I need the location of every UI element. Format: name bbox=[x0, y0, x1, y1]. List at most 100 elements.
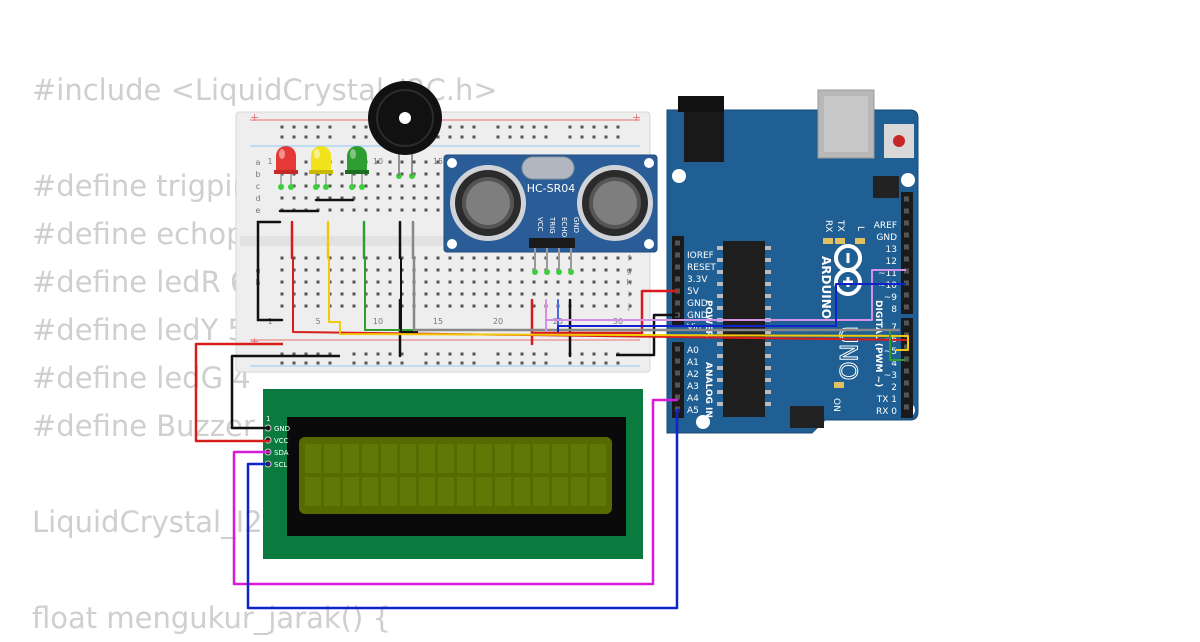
arduino-uno[interactable]: ARDUINO UNO ON RX TX L POWER ANALOG IN D… bbox=[666, 89, 919, 434]
wire-trig-violet bbox=[545, 269, 906, 332]
rail-plus-label-bottom: + bbox=[250, 335, 259, 348]
lcd-pin1-label: 1 bbox=[266, 415, 270, 423]
breadboard-column-number: 15 bbox=[433, 157, 443, 166]
led-green[interactable] bbox=[345, 146, 369, 186]
breadboard-row-letter: f bbox=[628, 254, 631, 263]
arduino-digital-label: DIGITAL (PWM ~) bbox=[873, 300, 883, 387]
arduino-logo bbox=[834, 244, 862, 296]
arduino-digital-pin-label: TX 1 bbox=[876, 395, 897, 405]
arduino-analog-pin-label: A1 bbox=[687, 358, 699, 368]
arduino-on-label: ON bbox=[831, 398, 841, 412]
code-line: #define ledG 4 bbox=[32, 361, 251, 395]
breadboard-row-letter: g bbox=[626, 266, 631, 275]
arduino-tx-led-label: TX bbox=[835, 219, 845, 232]
buzzer[interactable] bbox=[368, 81, 442, 176]
breadboard-row-letter: a bbox=[256, 158, 261, 167]
lcd-pin-label: SDA bbox=[274, 449, 289, 457]
arduino-analog-pin-label: A0 bbox=[687, 346, 699, 356]
wire-rail-red-lcd bbox=[194, 342, 283, 443]
arduino-digital-pin-label: AREF bbox=[874, 221, 897, 231]
lcd-pin-label: SCL bbox=[274, 461, 287, 469]
wire-gray-buzzer-pin7 bbox=[412, 258, 900, 332]
breadboard-column-number: 1 bbox=[267, 157, 272, 166]
external-wires bbox=[194, 258, 909, 610]
arduino-power-label: POWER bbox=[703, 300, 713, 337]
breadboard-row-letter: b bbox=[255, 170, 260, 179]
arduino-digital-pin-label: ~10 bbox=[878, 281, 897, 291]
arduino-digital-pin-label: 4 bbox=[891, 359, 897, 369]
wire-scl-blue bbox=[246, 408, 680, 610]
lcd-display[interactable]: 1 GND VCC SDA SCL bbox=[263, 389, 643, 559]
breadboard-jumpers bbox=[256, 198, 572, 358]
sensor-pin-label: ECHO bbox=[560, 217, 568, 238]
lcd-character-cells bbox=[305, 444, 606, 506]
arduino-power-pin-label: GND bbox=[687, 311, 708, 321]
arduino-rx-led-label: RX bbox=[823, 220, 833, 232]
breadboard-column-number: 20 bbox=[493, 317, 503, 326]
wire-5v-red bbox=[531, 289, 678, 335]
arduino-digital-pin-label: 12 bbox=[886, 257, 897, 267]
led-pin-markers bbox=[278, 173, 574, 275]
wire-yellow-pin5 bbox=[328, 258, 909, 351]
arduino-brand-label: ARDUINO bbox=[819, 256, 833, 319]
arduino-power-pin-label: IOREF bbox=[687, 251, 714, 261]
arduino-digital-pin-label: ~11 bbox=[878, 269, 897, 279]
sensor-pin-labels: VCC TRIG ECHO GND bbox=[536, 216, 580, 238]
wire-black-buzzer bbox=[400, 258, 418, 333]
rail-plus-label: + bbox=[250, 111, 259, 124]
breadboard-column-number: 1 bbox=[267, 317, 272, 326]
breadboard-column-number: 5 bbox=[315, 317, 320, 326]
arduino-header-holes bbox=[675, 196, 909, 412]
arduino-analog-pin-label: A2 bbox=[687, 370, 699, 380]
breadboard-row-letter: e bbox=[256, 206, 261, 215]
arduino-power-pin-label: 5V bbox=[687, 287, 700, 297]
led-red[interactable] bbox=[274, 146, 298, 186]
arduino-digital-pin-label: RX 0 bbox=[876, 407, 897, 417]
led-yellow[interactable] bbox=[309, 146, 333, 186]
code-line: #include <LiquidCrystal_I2C.h> bbox=[32, 73, 498, 107]
breadboard-column-number: 15 bbox=[433, 317, 443, 326]
rail-plus-label-right: + bbox=[632, 111, 641, 124]
arduino-power-pin-label: GND bbox=[687, 299, 708, 309]
arduino-digital-pin-label: ~3 bbox=[884, 371, 897, 381]
wire-rail-black-lcd bbox=[230, 354, 340, 430]
arduino-digital-pin-label: 7 bbox=[891, 323, 897, 333]
wire-red-pin6 bbox=[292, 258, 908, 341]
arduino-analog-pin-label: A5 bbox=[687, 406, 699, 416]
arduino-analog-pin-label: A4 bbox=[687, 394, 699, 404]
breadboard-column-number: 30 bbox=[613, 317, 623, 326]
code-line: float mengukur_jarak() { bbox=[32, 601, 391, 635]
arduino-l-led-label: L bbox=[855, 226, 865, 231]
breadboard-column-number: 10 bbox=[373, 157, 383, 166]
arduino-power-pin-label: Vin bbox=[687, 323, 701, 333]
sensor-pin-label: TRIG bbox=[548, 216, 556, 234]
breadboard-row-letter: i bbox=[628, 290, 630, 299]
breadboard-row-letter: d bbox=[255, 194, 260, 203]
sensor-pin-label: GND bbox=[572, 217, 580, 233]
lcd-pin-label: GND bbox=[274, 425, 290, 433]
arduino-digital-pin-label: ~9 bbox=[884, 293, 898, 303]
breadboard-row-letter: h bbox=[626, 278, 631, 287]
arduino-analog-pin-label: A3 bbox=[687, 382, 699, 392]
arduino-power-pin-label: RESET bbox=[687, 263, 716, 273]
breadboard-column-number: 10 bbox=[373, 317, 383, 326]
arduino-digital-pin-label: 13 bbox=[886, 245, 897, 255]
breadboard-row-letter: c bbox=[256, 182, 260, 191]
arduino-power-pin-label: 3.3V bbox=[687, 275, 708, 285]
arduino-analog-label: ANALOG IN bbox=[703, 362, 713, 418]
atmega-chip-legs bbox=[717, 246, 771, 406]
sensor-pin-label: VCC bbox=[536, 217, 544, 232]
arduino-digital-pin-label: GND bbox=[876, 233, 897, 243]
arduino-model-label: UNO bbox=[834, 326, 862, 380]
wire-echo-blue bbox=[557, 283, 906, 332]
breadboard-row-letter: j bbox=[627, 302, 630, 311]
wire-sda-magenta bbox=[232, 398, 678, 586]
code-line: #define ledY 5 bbox=[32, 313, 246, 347]
arduino-digital-pin-label: 2 bbox=[891, 383, 897, 393]
ultrasonic-sensor[interactable]: HC-SR04 VCC TRIG ECHO GND bbox=[443, 154, 658, 270]
sensor-name: HC-SR04 bbox=[527, 182, 576, 195]
lcd-pin-label: VCC bbox=[274, 437, 289, 445]
arduino-digital-pin-label: 8 bbox=[891, 305, 897, 315]
